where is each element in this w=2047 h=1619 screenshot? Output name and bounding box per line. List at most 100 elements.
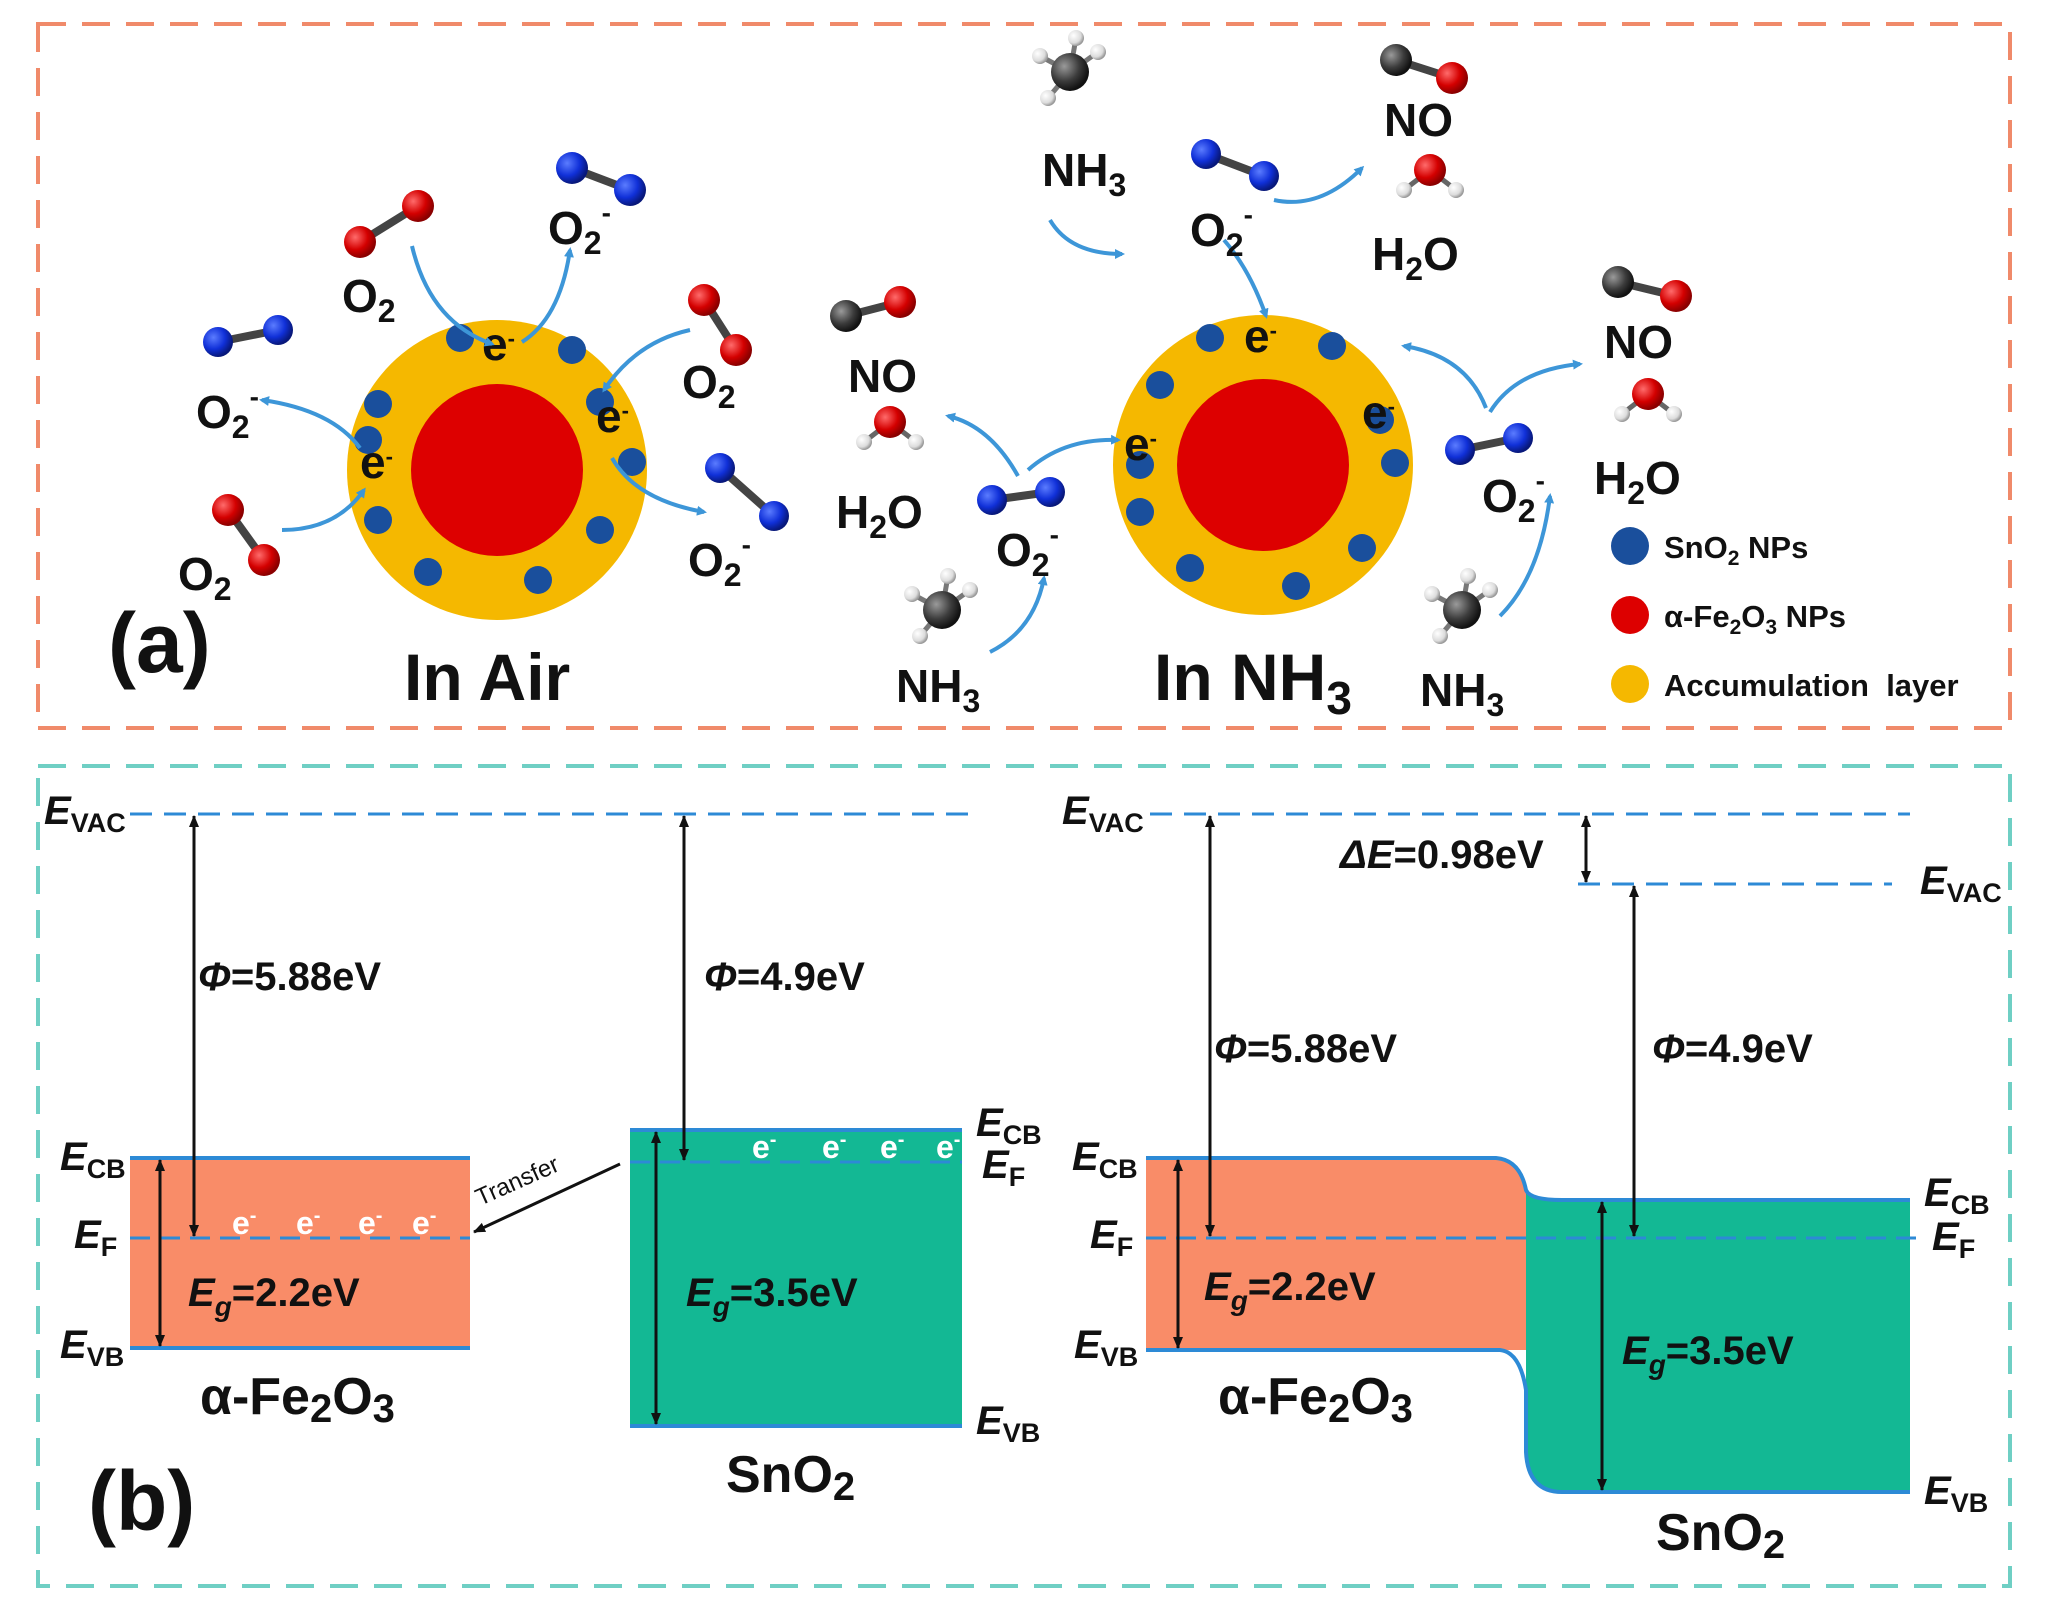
electron: e- xyxy=(752,1129,776,1165)
electron-label: e- xyxy=(1362,386,1395,438)
atom xyxy=(556,152,588,184)
reaction-arrows xyxy=(259,165,1583,654)
electron: e- xyxy=(232,1205,256,1241)
electron: e- xyxy=(296,1205,320,1241)
sno2-np-dot xyxy=(1126,451,1154,479)
o2-ion-molecule xyxy=(1445,423,1533,465)
eg-sno2-hetero-value: Eg=3.5eV xyxy=(1622,1329,1794,1380)
in-air-title: In Air xyxy=(404,640,570,714)
label-h2o: H2O xyxy=(836,486,923,545)
o2-molecule xyxy=(212,494,280,576)
sno2-np-dot xyxy=(618,448,646,476)
sno2-np-dot xyxy=(1282,572,1310,600)
label-o2: O2 xyxy=(342,270,396,329)
label-evb: EVB xyxy=(976,1399,1040,1448)
atom xyxy=(614,174,646,206)
material-labels: α-Fe2O3 SnO2 α-Fe2O3 SnO2 xyxy=(200,1368,1785,1567)
electron-label: e- xyxy=(596,390,629,442)
sno2-np-dot xyxy=(1126,498,1154,526)
legend-accum-label: Accumulation layer xyxy=(1664,668,1959,703)
sno2-np-dot xyxy=(558,336,586,364)
sno2-np-dot xyxy=(1381,449,1409,477)
sno2-np-dot xyxy=(586,516,614,544)
atom-o xyxy=(1632,378,1664,410)
sno2-np-dot xyxy=(586,388,614,416)
fe2o3-band-bent xyxy=(1146,1158,1526,1350)
no-molecule xyxy=(830,286,916,332)
legend-accum-swatch xyxy=(1611,665,1649,703)
legend-fe2o3-swatch xyxy=(1611,596,1649,634)
electron: e- xyxy=(936,1129,960,1165)
atom xyxy=(830,300,862,332)
label-o2-ion: O2- xyxy=(996,519,1059,583)
label-o2-ion: O2- xyxy=(1482,465,1545,529)
atom-o xyxy=(1414,154,1446,186)
atom-h xyxy=(940,568,956,584)
molecule-labels: O2 O2- O2- O2 O2- O2 NH3 O2- NO H2O NO H… xyxy=(178,94,1681,723)
o2-ion-molecule xyxy=(203,315,293,357)
label-nh3: NH3 xyxy=(1042,144,1126,203)
ecb-line-bent xyxy=(1146,1156,1910,1202)
electron: e- xyxy=(358,1205,382,1241)
fe2o3-hetero-label: α-Fe2O3 xyxy=(1218,1368,1413,1431)
particle-in-nh3 xyxy=(1113,315,1413,615)
arrow-mid-o2-to-no xyxy=(945,412,1020,477)
legend: SnO2 NPs α-Fe2O3 NPs Accumulation layer xyxy=(1611,527,1959,703)
arrow-air-o2-top-out xyxy=(520,247,574,344)
o2-molecule xyxy=(688,284,752,366)
fe2o3-core-nh3 xyxy=(1177,379,1349,551)
sno2-band-bent xyxy=(1526,1190,1910,1492)
atom xyxy=(705,453,735,483)
atom xyxy=(688,284,720,316)
atom xyxy=(344,226,376,258)
atom xyxy=(1503,423,1533,453)
label-no: NO xyxy=(848,350,917,402)
no-molecule xyxy=(1380,44,1468,94)
electron-label: e- xyxy=(1244,310,1277,362)
h2o-molecule xyxy=(1396,154,1464,198)
h2o-molecule xyxy=(856,406,924,450)
label-h2o: H2O xyxy=(1594,452,1681,511)
atom-h xyxy=(1614,406,1630,422)
panel-a-label: (a) xyxy=(108,596,211,690)
fe2o3-core-air xyxy=(411,384,583,556)
o2-ion-molecule xyxy=(556,152,646,206)
phi-sno2-hetero-value: Φ=4.9eV xyxy=(1652,1027,1813,1071)
atom xyxy=(1602,266,1634,298)
evb-line-bent xyxy=(1146,1348,1910,1494)
atom-h xyxy=(904,586,920,602)
o2-ion-molecule xyxy=(1191,139,1279,191)
nh3-molecule xyxy=(1424,568,1498,644)
energy-labels: EVAC ECB EF EVB ECB EF EVB EVAC ECB EF E… xyxy=(44,789,2002,1518)
arrow-air-o2-right-out xyxy=(610,457,707,516)
atom xyxy=(1660,280,1692,312)
phi-fe2o3-value: Φ=5.88eV xyxy=(198,955,381,999)
atom xyxy=(1436,62,1468,94)
delta-e-value: ΔE=0.98eV xyxy=(1338,833,1544,877)
no-molecule xyxy=(1602,266,1692,312)
molecules-layer xyxy=(203,30,1692,644)
sno2-np-dot xyxy=(1348,534,1376,562)
transfer-arrow xyxy=(473,1162,621,1234)
arrow-air-o2-left-in xyxy=(281,487,366,532)
sno2-np-dot xyxy=(1146,371,1174,399)
o2-molecule xyxy=(344,190,434,258)
band-electrons: e- e- e- e- e- e- e- e- xyxy=(232,1129,960,1241)
sno2-np-dot xyxy=(1366,406,1394,434)
atom-h xyxy=(962,582,978,598)
label-o2-ion: O2- xyxy=(688,529,751,593)
band-diagram-separate: Transfer xyxy=(130,812,970,1428)
eg-sno2-value: Eg=3.5eV xyxy=(686,1271,858,1322)
label-evb: EVB xyxy=(1074,1323,1138,1372)
label-no: NO xyxy=(1384,94,1453,146)
label-o2-ion: O2- xyxy=(1190,199,1253,263)
atom-h xyxy=(1396,182,1412,198)
atom-o xyxy=(874,406,906,438)
transfer-label: Transfer xyxy=(471,1151,563,1212)
in-nh3-title: In NH3 xyxy=(1154,640,1352,724)
panel-b-border xyxy=(36,764,2012,1588)
o2-ion-molecule xyxy=(977,477,1065,515)
value-labels: Φ=5.88eV Φ=4.9eV Eg=2.2eV Eg=3.5eV Φ=5.8… xyxy=(188,833,1813,1380)
sno2-label: SnO2 xyxy=(726,1446,855,1509)
